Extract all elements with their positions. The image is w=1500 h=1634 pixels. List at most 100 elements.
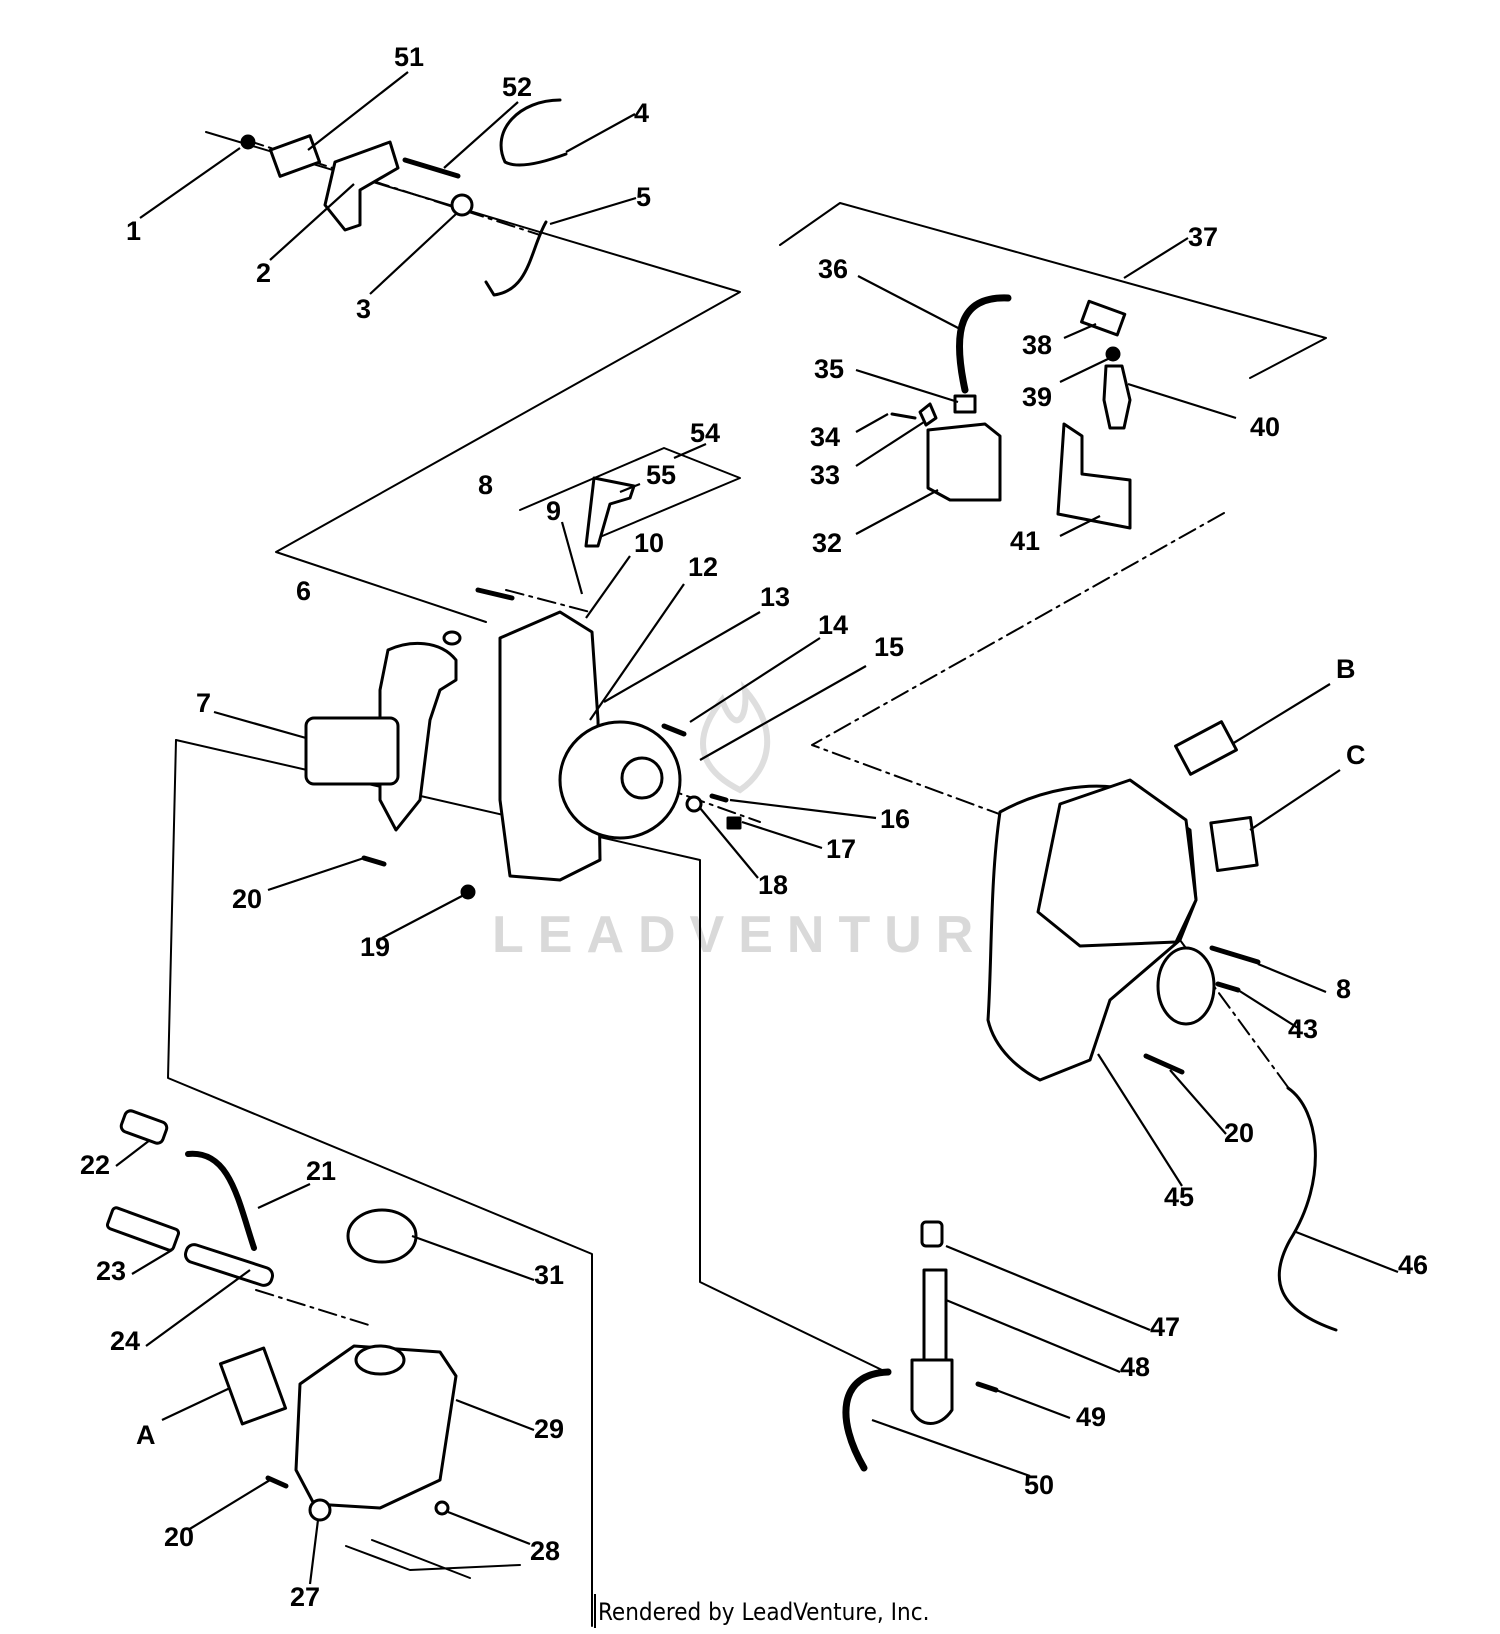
leader-31 — [411, 1234, 535, 1282]
part-40-sparkplug — [1102, 364, 1132, 430]
callout-21: 21 — [306, 1156, 336, 1186]
callout-35: 35 — [814, 354, 844, 384]
leader-24 — [145, 1269, 251, 1347]
callout-48: 48 — [1120, 1352, 1150, 1382]
callout-22: 22 — [80, 1150, 110, 1180]
leader-21 — [257, 1183, 311, 1209]
watermark-flame-logo — [700, 680, 771, 794]
leader-40 — [1127, 382, 1237, 420]
leader-35 — [855, 368, 959, 404]
credit-divider — [594, 1594, 596, 1628]
leader-1 — [139, 147, 241, 219]
leader-C — [1249, 769, 1341, 831]
leader-20b — [1169, 1069, 1227, 1135]
top-bracket-line — [205, 131, 741, 623]
callout-52: 52 — [502, 72, 532, 102]
leader-12 — [589, 583, 685, 721]
leader-43 — [1237, 989, 1299, 1029]
callout-50: 50 — [1024, 1470, 1054, 1500]
leader-16 — [729, 798, 877, 820]
callout-32: 32 — [812, 528, 842, 558]
callout-5: 5 — [636, 182, 651, 212]
leader-20a — [267, 856, 365, 892]
leader-47 — [945, 1244, 1151, 1332]
leader-48 — [945, 1298, 1121, 1374]
part-51-plate — [268, 134, 322, 178]
callout-8a: 8 — [478, 470, 493, 500]
axis-line-4 — [1179, 939, 1291, 1091]
callout-20c: 20 — [164, 1522, 194, 1552]
callout-40: 40 — [1250, 412, 1280, 442]
engine-crankcase — [378, 641, 458, 832]
leader-29 — [455, 1398, 535, 1432]
part-35-grommet — [953, 394, 977, 414]
callout-7: 7 — [196, 688, 211, 718]
callout-45: 45 — [1164, 1182, 1194, 1212]
leader-4 — [565, 113, 636, 153]
starter-box-line — [519, 447, 741, 543]
part-50-hose — [842, 1368, 892, 1472]
part-20-screw-b — [1143, 1053, 1185, 1075]
part-2-bracket — [323, 140, 400, 232]
part-27-grommet — [308, 1498, 332, 1522]
callout-46: 46 — [1398, 1250, 1428, 1280]
callout-55: 55 — [646, 460, 676, 490]
callouts: 51 52 4 1 5 2 3 37 36 38 35 39 40 34 33 … — [80, 42, 1428, 1612]
leader-46 — [1295, 1230, 1399, 1274]
part-32-module — [926, 422, 1002, 502]
leader-50 — [871, 1418, 1031, 1478]
leader-2 — [269, 183, 355, 261]
part-14-bolt — [661, 723, 687, 737]
watermark-text: LEADVENTURE — [492, 906, 1036, 964]
callout-B: B — [1336, 654, 1356, 684]
part-43-screw — [1215, 981, 1241, 993]
label-c — [1209, 815, 1259, 873]
shroud-clamp — [1156, 946, 1216, 1026]
part-8-screw — [475, 587, 515, 601]
leader-55 — [619, 482, 641, 494]
callout-1: 1 — [126, 216, 141, 246]
part-46-cable — [1277, 1086, 1338, 1332]
leader-17 — [741, 820, 823, 850]
part-39-spring — [1105, 346, 1121, 362]
part-22-filter — [119, 1109, 169, 1145]
callout-8b: 8 — [1336, 974, 1351, 1004]
leader-A — [161, 1387, 231, 1421]
leader-37 — [1123, 237, 1189, 279]
leader-19 — [381, 895, 463, 939]
assembly-lines — [167, 131, 1327, 1627]
part-47-cap — [920, 1220, 944, 1248]
callout-17: 17 — [826, 834, 856, 864]
callout-2: 2 — [256, 258, 271, 288]
label-a — [218, 1346, 288, 1426]
callout-4: 4 — [634, 98, 649, 128]
leader-B — [1231, 683, 1331, 745]
part-34-screw — [890, 412, 917, 420]
callout-19: 19 — [360, 932, 390, 962]
callout-24: 24 — [110, 1326, 140, 1356]
left-frame-line — [167, 739, 593, 1627]
leader-10 — [585, 555, 631, 619]
part-33-clip — [918, 402, 938, 427]
leader-23 — [131, 1249, 173, 1275]
leader-14 — [689, 637, 821, 723]
callout-20b: 20 — [1224, 1118, 1254, 1148]
leader-41 — [1059, 515, 1101, 537]
flywheel — [558, 720, 682, 840]
callout-14: 14 — [818, 610, 848, 640]
ignition-to-shroud-line — [811, 512, 1225, 819]
part-28-fastener — [434, 1500, 450, 1516]
leader-51 — [307, 71, 409, 151]
part-21-line — [185, 1150, 257, 1251]
callout-33: 33 — [810, 460, 840, 490]
part-48-primer — [922, 1268, 948, 1362]
tank-filler-neck — [354, 1344, 406, 1376]
leader-18 — [699, 807, 759, 879]
callout-13: 13 — [760, 582, 790, 612]
callout-20a: 20 — [232, 884, 262, 914]
leader-28 — [447, 1510, 531, 1546]
ignition-box-line — [779, 202, 1327, 379]
part-20-screw-c — [265, 1475, 289, 1489]
leader-45 — [1097, 1053, 1183, 1187]
part-36-lead — [956, 294, 1012, 394]
